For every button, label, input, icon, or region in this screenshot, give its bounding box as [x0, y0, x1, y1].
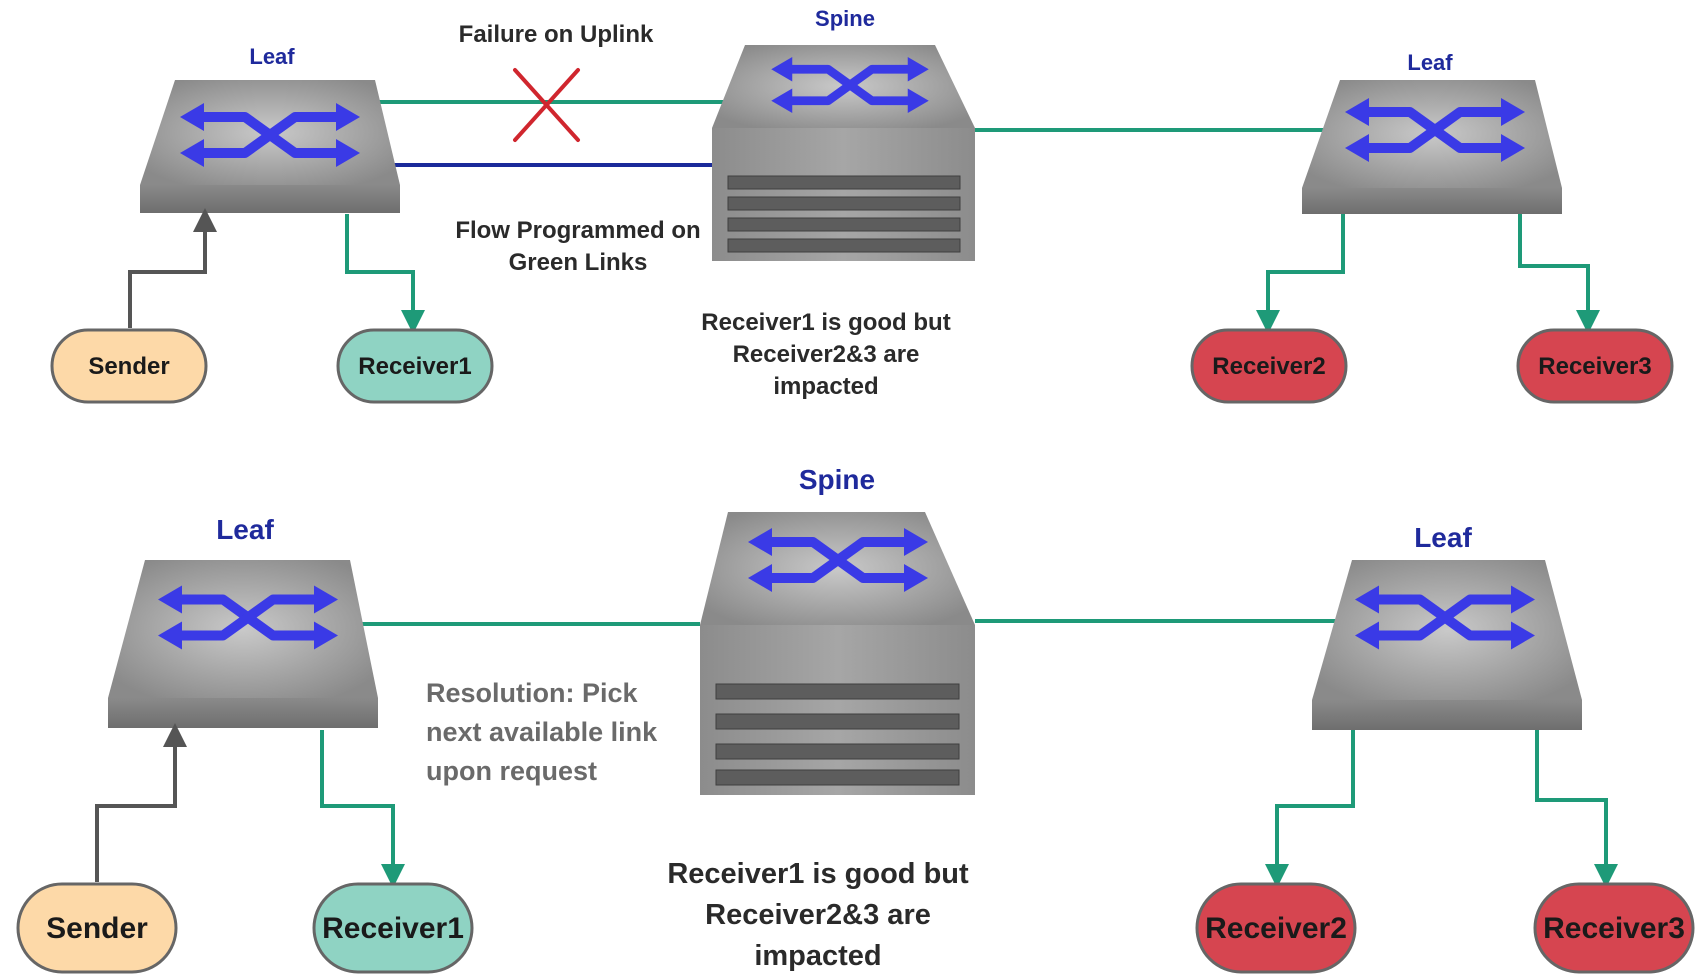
sender-node-top: Sender — [50, 328, 208, 404]
spine-label-bottom: Spine — [799, 464, 875, 495]
leaf-to-receiver2-arrow-top — [1256, 214, 1345, 334]
leaf-to-receiver3-arrow-top — [1518, 214, 1600, 334]
failure-label: Failure on Uplink — [459, 21, 654, 48]
leaf-to-receiver1-arrow-top — [345, 214, 425, 334]
sender-to-leaf-arrow-bottom — [95, 723, 187, 882]
spine-switch-bottom — [700, 512, 975, 795]
receiver2-node-bottom: Receiver2 — [1195, 882, 1357, 974]
leaf-to-receiver1-arrow-bottom — [320, 730, 405, 888]
flow-label-line1: Flow Programmed on — [455, 217, 700, 244]
receiver3-label: Receiver3 — [1538, 353, 1651, 380]
sender-label: Sender — [46, 912, 148, 945]
receiver1-node-bottom: Receiver1 — [312, 882, 474, 974]
sender-label: Sender — [88, 353, 169, 380]
sender-to-leaf-arrow-top — [128, 208, 217, 328]
leaf-label-bottom-left: Leaf — [216, 514, 274, 545]
receiver2-label: Receiver2 — [1205, 912, 1347, 945]
failure-x-icon — [513, 68, 580, 142]
receiver3-node-top: Receiver3 — [1516, 328, 1674, 404]
resolution-label-line3: upon request — [426, 756, 597, 786]
receiver3-label: Receiver3 — [1543, 912, 1685, 945]
receiver2-node-top: Receiver2 — [1190, 328, 1348, 404]
status-label-top-line2: Receiver2&3 are — [733, 341, 920, 368]
receiver1-label: Receiver1 — [322, 912, 464, 945]
flow-label-line2: Green Links — [509, 249, 648, 276]
leaf-switch-top-right — [1302, 80, 1562, 214]
sender-node-bottom: Sender — [16, 882, 178, 974]
leaf-switch-bottom-left — [108, 560, 378, 728]
receiver3-node-bottom: Receiver3 — [1533, 882, 1695, 974]
resolution-label-line1: Resolution: Pick — [426, 678, 639, 708]
leaf-label-top-left: Leaf — [249, 44, 295, 69]
receiver1-node-top: Receiver1 — [336, 328, 494, 404]
leaf-label-bottom-right: Leaf — [1414, 522, 1472, 553]
status-label-top-line1: Receiver1 is good but — [701, 309, 950, 336]
leaf-to-receiver3-arrow-bottom — [1535, 730, 1618, 888]
leaf-switch-bottom-right — [1312, 560, 1582, 730]
spine-switch-top — [712, 45, 975, 261]
status-label-bottom-line3: impacted — [754, 940, 881, 972]
resolution-label-line2: next available link — [426, 717, 658, 747]
spine-label-top: Spine — [815, 6, 875, 31]
leaf-to-receiver2-arrow-bottom — [1265, 730, 1355, 888]
receiver1-label: Receiver1 — [358, 353, 471, 380]
leaf-switch-top-left — [140, 80, 400, 213]
leaf-label-top-right: Leaf — [1407, 50, 1453, 75]
status-label-top-line3: impacted — [773, 373, 878, 400]
receiver2-label: Receiver2 — [1212, 353, 1325, 380]
status-label-bottom-line1: Receiver1 is good but — [667, 858, 969, 890]
status-label-bottom-line2: Receiver2&3 are — [705, 899, 931, 931]
